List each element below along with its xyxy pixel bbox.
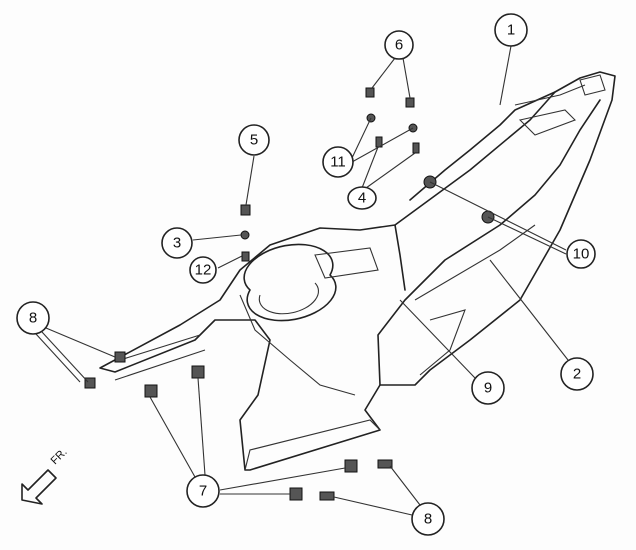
callout-8-bottom: 8	[411, 502, 445, 536]
callout-10: 10	[566, 239, 596, 269]
callout-6: 6	[384, 30, 414, 60]
washer-3	[240, 230, 250, 240]
svg-text:12: 12	[195, 262, 212, 279]
svg-text:FR.: FR.	[49, 446, 70, 467]
callout-5: 5	[238, 124, 270, 156]
clip-8d	[319, 491, 335, 501]
nut-7d	[289, 487, 303, 501]
fasteners	[84, 87, 495, 501]
nut-7c	[344, 459, 358, 473]
callout-2: 2	[560, 357, 594, 391]
bolt-5	[240, 204, 251, 216]
body-cowl	[99, 71, 616, 471]
svg-text:11: 11	[330, 154, 346, 171]
svg-text:4: 4	[358, 190, 366, 207]
svg-text:9: 9	[484, 380, 492, 397]
svg-text:3: 3	[173, 235, 181, 252]
svg-text:1: 1	[507, 22, 515, 39]
callout-8-left: 8	[16, 301, 50, 335]
nut-7a	[144, 384, 158, 398]
front-direction-arrow-icon: FR.	[21, 446, 70, 505]
collar-12	[241, 251, 250, 262]
svg-text:10: 10	[573, 246, 590, 263]
svg-text:2: 2	[573, 366, 581, 383]
callout-7: 7	[186, 474, 220, 508]
svg-text:8: 8	[29, 310, 37, 327]
clip-8a	[114, 351, 126, 363]
svg-text:8: 8	[424, 511, 432, 528]
svg-text:6: 6	[395, 37, 403, 54]
callout-4: 4	[347, 186, 377, 210]
callout-1: 1	[494, 13, 528, 47]
callout-9: 9	[471, 371, 505, 405]
svg-text:5: 5	[250, 132, 258, 149]
callout-12: 12	[189, 256, 217, 284]
clip-8b	[84, 377, 96, 389]
svg-text:7: 7	[199, 483, 207, 500]
collar-4b	[412, 142, 420, 154]
bolt-6b	[405, 97, 415, 108]
nut-7b	[191, 365, 205, 379]
leader-lines	[35, 45, 569, 516]
callout-3: 3	[161, 227, 193, 259]
callout-11: 11	[322, 146, 354, 178]
bolt-6a	[365, 87, 375, 98]
clip-8c	[377, 459, 393, 469]
